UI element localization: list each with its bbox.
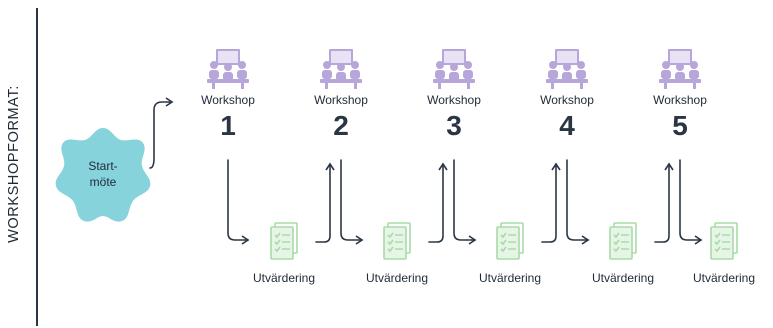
meeting-group-icon — [320, 49, 362, 89]
evaluation-node-1: Utvärdering — [236, 221, 332, 285]
workshop-number: 4 — [559, 110, 575, 141]
evaluation-node-5: Utvärdering — [676, 221, 772, 285]
arrow-ws1-to-eval1 — [227, 159, 250, 245]
workshop-node-4: Workshop 4 — [522, 47, 612, 141]
workshop-label: Workshop — [314, 93, 368, 107]
arrow-eval1-to-ws2 — [315, 162, 335, 243]
workshop-label: Workshop — [427, 93, 481, 107]
workshop-node-2: Workshop 2 — [296, 47, 386, 141]
workshop-node-1: Workshop 1 — [183, 47, 273, 141]
checklist-document-icon — [270, 222, 298, 260]
meeting-group-icon — [659, 49, 701, 89]
start-label: Start- möte — [54, 158, 152, 190]
workshop-number: 2 — [333, 110, 349, 141]
evaluation-label: Utvärdering — [252, 271, 316, 285]
workshop-label: Workshop — [201, 93, 255, 107]
arrow-ws4-to-eval4 — [566, 159, 590, 245]
divider-line — [36, 8, 38, 326]
evaluation-node-3: Utvärdering — [462, 221, 558, 285]
workshop-number: 3 — [446, 110, 462, 141]
arrow-eval3-to-ws4 — [541, 162, 561, 243]
arrow-ws3-to-eval3 — [453, 159, 477, 245]
evaluation-node-4: Utvärdering — [575, 221, 671, 285]
workshop-label: Workshop — [653, 93, 707, 107]
workshop-node-5: Workshop 5 — [635, 47, 725, 141]
start-blob-shape — [55, 128, 151, 222]
arrow-ws5-to-eval5 — [679, 159, 703, 245]
meeting-group-icon — [546, 49, 588, 89]
start-label-line1: Start- — [88, 159, 118, 173]
evaluation-node-2: Utvärdering — [349, 221, 445, 285]
checklist-document-icon — [710, 222, 738, 260]
workshop-node-3: Workshop 3 — [409, 47, 499, 141]
arrow-ws2-to-eval2 — [340, 159, 364, 245]
start-meeting-node: Start- möte — [54, 124, 152, 224]
start-label-line2: möte — [89, 175, 117, 189]
evaluation-label: Utvärdering — [591, 271, 655, 285]
checklist-document-icon — [496, 222, 524, 260]
meeting-group-icon — [207, 49, 249, 89]
workshop-number: 1 — [220, 110, 236, 141]
arrow-eval2-to-ws3 — [428, 162, 448, 243]
checklist-document-icon — [609, 222, 637, 260]
evaluation-label: Utvärdering — [365, 271, 429, 285]
evaluation-label: Utvärdering — [692, 271, 756, 285]
arrow-start-to-ws1 — [149, 97, 174, 169]
workshop-number: 5 — [672, 110, 688, 141]
checklist-document-icon — [383, 222, 411, 260]
workshop-label: Workshop — [540, 93, 594, 107]
evaluation-label: Utvärdering — [478, 271, 542, 285]
arrow-eval4-to-ws5 — [654, 162, 674, 243]
meeting-group-icon — [433, 49, 475, 89]
